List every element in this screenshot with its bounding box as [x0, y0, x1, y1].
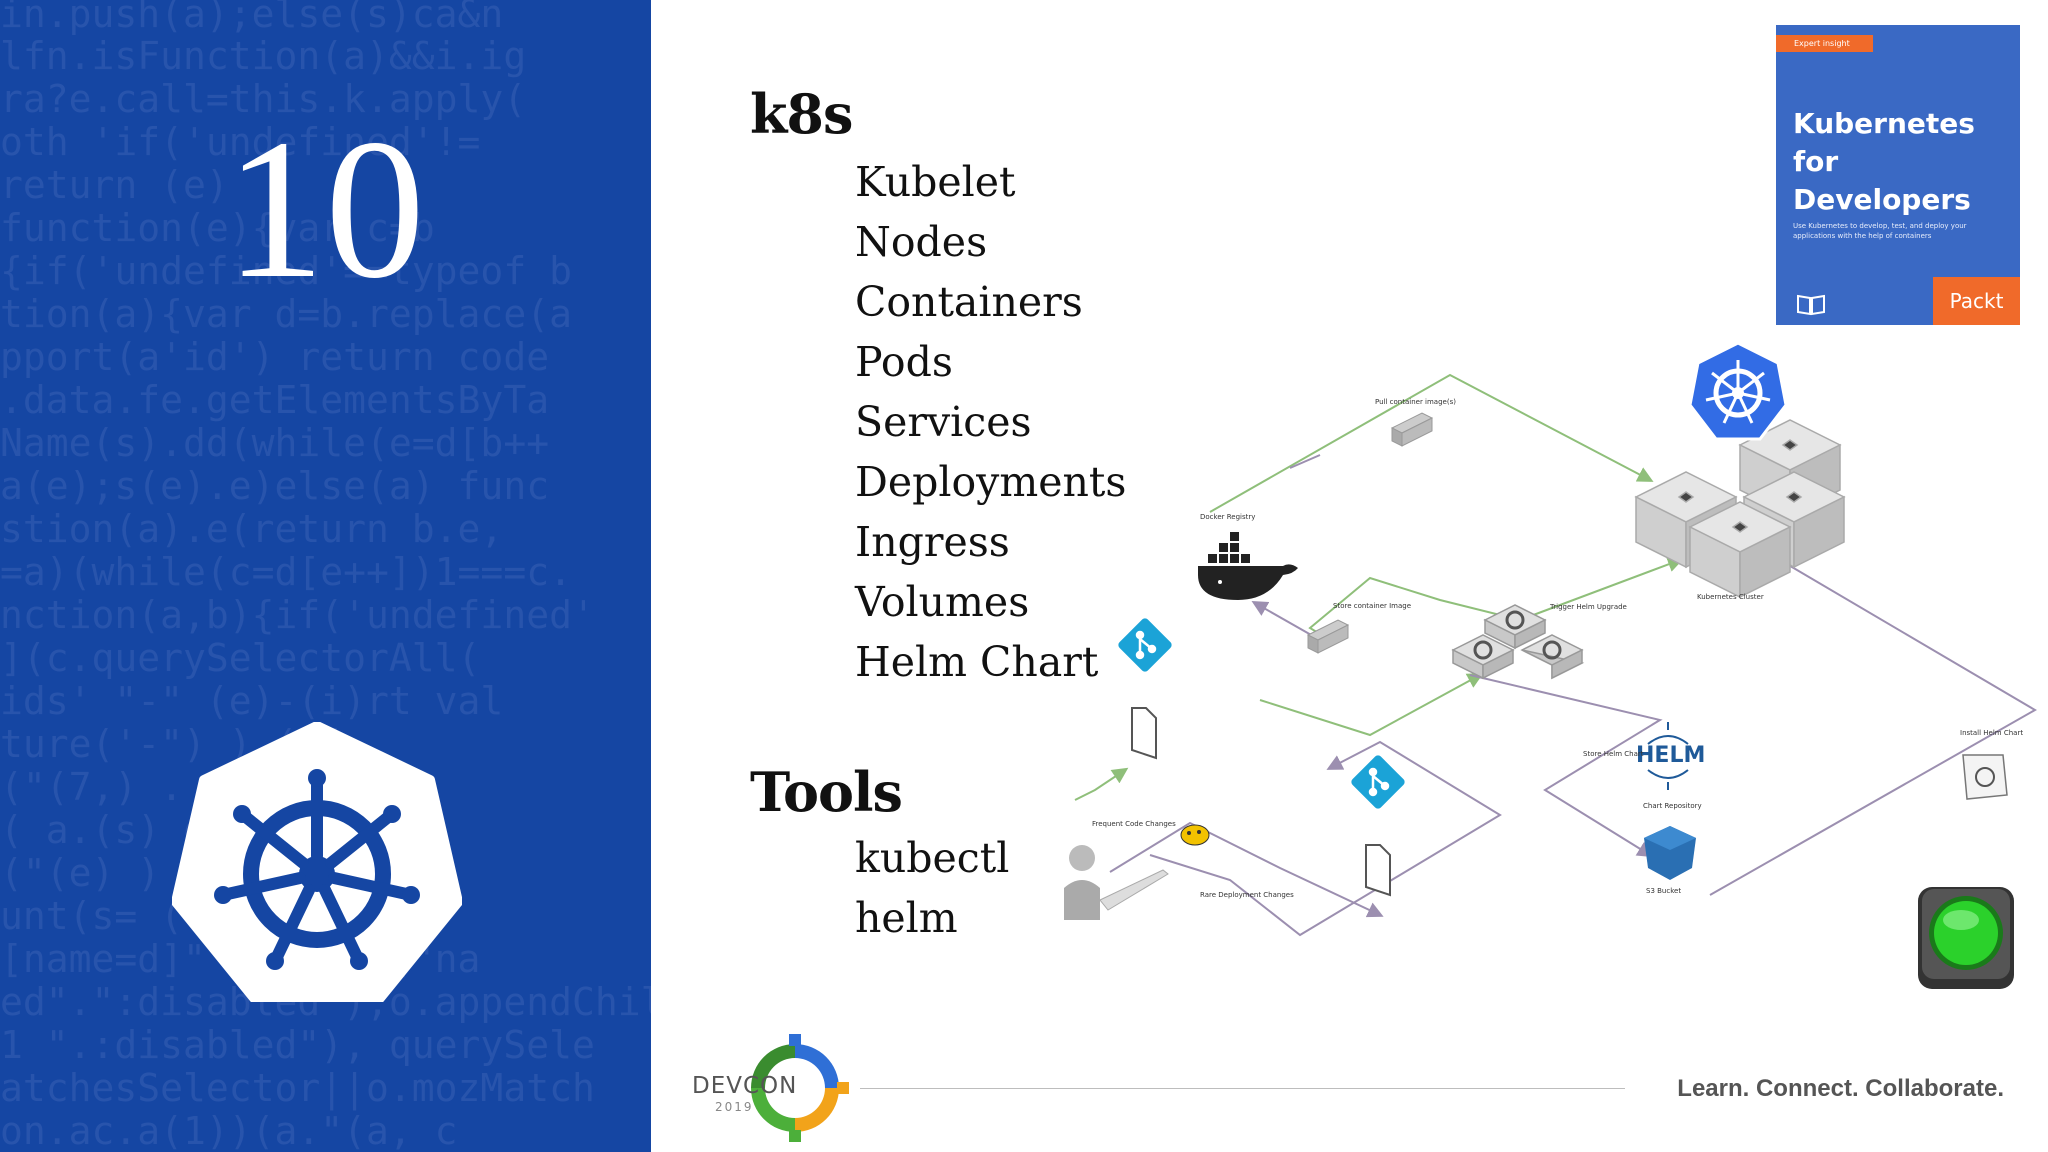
ci-server-icon: [1451, 604, 1585, 680]
book-title: Kubernetes for Developers: [1793, 105, 2013, 219]
document-icon: [1365, 844, 1391, 897]
list-item: Kubelet: [855, 158, 1016, 206]
list-item: Ingress: [855, 518, 1010, 566]
label-docker-registry: Docker Registry: [1200, 513, 1255, 521]
book-title-line2: for Developers: [1793, 145, 1971, 216]
label-kubernetes-cluster: Kubernetes Cluster: [1697, 593, 1764, 601]
status-light-button[interactable]: [1916, 885, 2016, 991]
kubernetes-icon: [1688, 341, 1788, 441]
helm-icon: HELM: [1636, 722, 1705, 790]
section-heading-tools: Tools: [750, 760, 903, 824]
helm-label: HELM: [1636, 743, 1705, 768]
list-item: Deployments: [855, 458, 1127, 506]
list-item: Containers: [855, 278, 1083, 326]
document-icon: [1131, 707, 1157, 760]
s3-bucket-icon: [1644, 826, 1696, 880]
label-store-helm: Store Helm Chart: [1583, 750, 1644, 758]
devcon-gear-logo-icon: [751, 1034, 849, 1142]
kubernetes-logo-icon: [172, 722, 462, 1002]
list-item: Nodes: [855, 218, 988, 266]
devcon-brand: DEVCON: [692, 1073, 798, 1099]
container-image-icon: [1390, 412, 1434, 447]
label-store-image: Store container Image: [1333, 602, 1411, 610]
left-panel: in.push(a);else(s)ca&n lfn.isFunction(a)…: [0, 0, 651, 1152]
flow-arrows-purple: [1109, 454, 2037, 937]
slide-number: 10: [225, 99, 425, 320]
label-pull-image: Pull container image(s): [1375, 398, 1456, 406]
book-publisher: Packt: [1933, 277, 2020, 325]
container-image-icon: [1306, 619, 1350, 654]
list-item: helm: [855, 894, 958, 942]
flow-arrows-green: [1074, 373, 1684, 801]
list-item: Pods: [855, 338, 953, 386]
book-subtitle: Use Kubernetes to develop, test, and dep…: [1793, 222, 1967, 240]
label-rare-changes: Rare Deployment Changes: [1200, 891, 1294, 899]
section-heading-k8s: k8s: [750, 82, 853, 146]
footer-tagline: Learn. Connect. Collaborate.: [1677, 1075, 2004, 1102]
list-item: kubectl: [855, 834, 1010, 882]
label-install-helm: Install Helm Chart: [1960, 729, 2023, 737]
book-title-line1: Kubernetes: [1793, 107, 1975, 140]
label-trigger-helm: Trigger Helm Upgrade: [1549, 603, 1627, 611]
helm-chart-icon: [1962, 754, 2008, 800]
book-cover: Expert insight Kubernetes for Developers…: [1776, 25, 2020, 325]
open-book-icon: [1797, 294, 1825, 316]
code-background: in.push(a);else(s)ca&n lfn.isFunction(a)…: [0, 0, 651, 1152]
git-icon: [1118, 618, 1172, 672]
docker-icon: [1198, 532, 1298, 600]
label-frequent-changes: Frequent Code Changes: [1092, 820, 1176, 828]
list-item: Volumes: [855, 578, 1030, 626]
book-badge: Expert insight: [1776, 35, 1873, 52]
git-icon: [1351, 755, 1405, 809]
developer-icon: [1064, 845, 1169, 920]
devcon-year: 2019: [715, 1100, 754, 1114]
list-item: Helm Chart: [855, 638, 1099, 686]
footer-divider: [860, 1088, 1625, 1089]
kubernetes-cluster-icon: [1634, 419, 1846, 599]
automation-tool-icon: [1180, 824, 1210, 846]
label-s3-bucket: S3 Bucket: [1646, 887, 1681, 895]
label-chart-repository: Chart Repository: [1643, 802, 1702, 810]
list-item: Services: [855, 398, 1032, 446]
